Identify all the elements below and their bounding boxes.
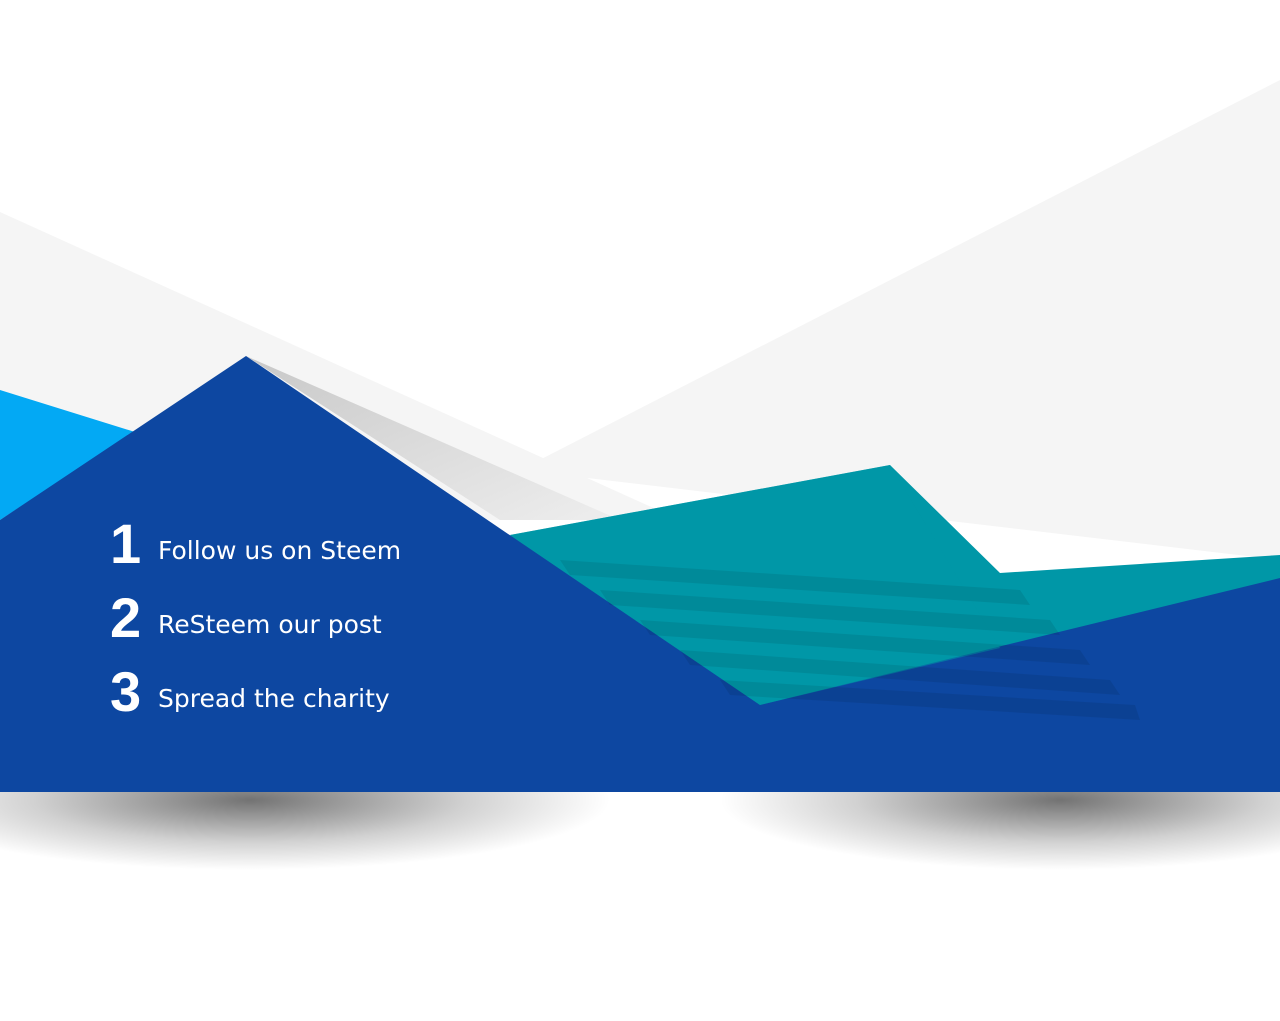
- diagonal-stripes: [560, 560, 1140, 720]
- teal-overlap: [510, 465, 1000, 705]
- fold-shadow: [246, 356, 620, 520]
- navy-mountain: [0, 356, 1280, 792]
- step-3: 3 Spread the charity: [110, 660, 530, 724]
- step-2: 2 ReSteem our post: [110, 586, 530, 650]
- gray-plane-right: [520, 80, 1280, 560]
- step-number: 2: [110, 586, 142, 649]
- step-number: 1: [110, 512, 142, 575]
- step-label: Spread the charity: [158, 684, 390, 713]
- steps-list: 1 Follow us on Steem 2 ReSteem our post …: [110, 512, 530, 732]
- step-1: 1 Follow us on Steem: [110, 512, 530, 576]
- step-label: Follow us on Steem: [158, 536, 402, 565]
- sky-blue-wedge: [0, 390, 135, 520]
- step-number: 3: [110, 660, 142, 723]
- step-label: ReSteem our post: [158, 610, 382, 639]
